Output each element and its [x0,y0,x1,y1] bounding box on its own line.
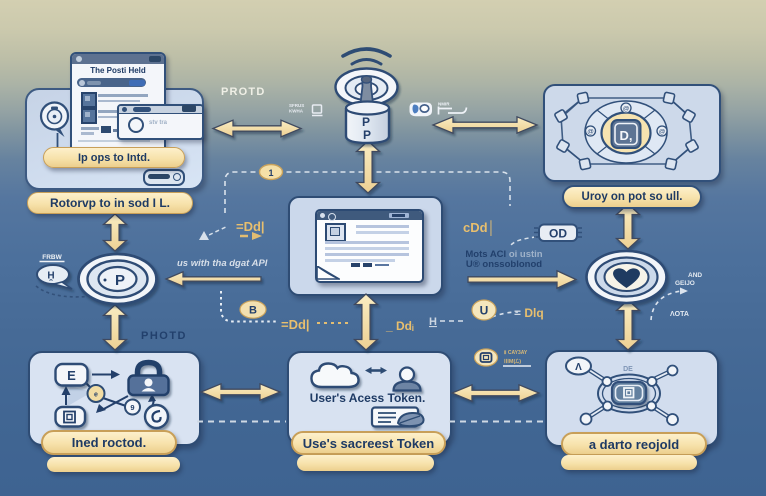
svg-text:=Dd|: =Dd| [236,219,265,234]
svg-text:AND: AND [688,272,702,279]
svg-text:KWHA: KWHA [289,109,304,114]
svg-text:=Dd|: =Dd| [281,317,310,332]
svg-text:H: H [429,316,437,328]
svg-text:cDd│: cDd│ [463,220,496,236]
svg-text:PROTD: PROTD [221,86,266,98]
svg-text:ⅠⅠⅠM(ℒ): ⅠⅠⅠM(ℒ) [504,358,521,365]
svg-text:ΛOTA: ΛOTA [670,311,689,318]
svg-text:FRBW: FRBW [42,254,62,261]
svg-text:P: P [363,128,371,142]
svg-text:U® onssoblonod: U® onssoblonod [466,259,542,270]
svg-text:us with tha dɡat API: us with tha dɡat API [177,258,268,269]
svg-text:OD: OD [549,227,567,241]
svg-text:GEIJO: GEIJO [675,280,695,287]
svg-text:B: B [249,305,257,317]
svg-text:= Dlq: = Dlq [514,306,544,320]
svg-text:H̯: H̯ [47,271,54,282]
svg-text:DE: DE [623,366,633,373]
svg-text:1: 1 [268,168,273,178]
svg-text:NMIR: NMIR [438,102,450,107]
svg-text:@: @ [587,129,594,136]
svg-text:Ⅱ CAY3AY: Ⅱ CAY3AY [504,349,528,356]
svg-text:E: E [67,368,76,383]
svg-text:e: e [94,392,98,399]
svg-text:D,: D, [620,128,633,143]
svg-text:P: P [115,272,125,289]
svg-text:9: 9 [130,403,134,412]
svg-text:@: @ [659,129,666,136]
svg-text:@: @ [623,106,630,113]
svg-text:U: U [480,304,489,318]
svg-text:P: P [362,115,370,129]
svg-text:Mots ACl oi ustin: Mots ACl oi ustin [465,249,542,260]
svg-text:_ Ddᵢ: _ Ddᵢ [385,319,414,333]
svg-text:Λ: Λ [575,362,582,373]
svg-text:SFRUS: SFRUS [289,103,304,108]
svg-text:PHOTD: PHOTD [141,330,187,342]
